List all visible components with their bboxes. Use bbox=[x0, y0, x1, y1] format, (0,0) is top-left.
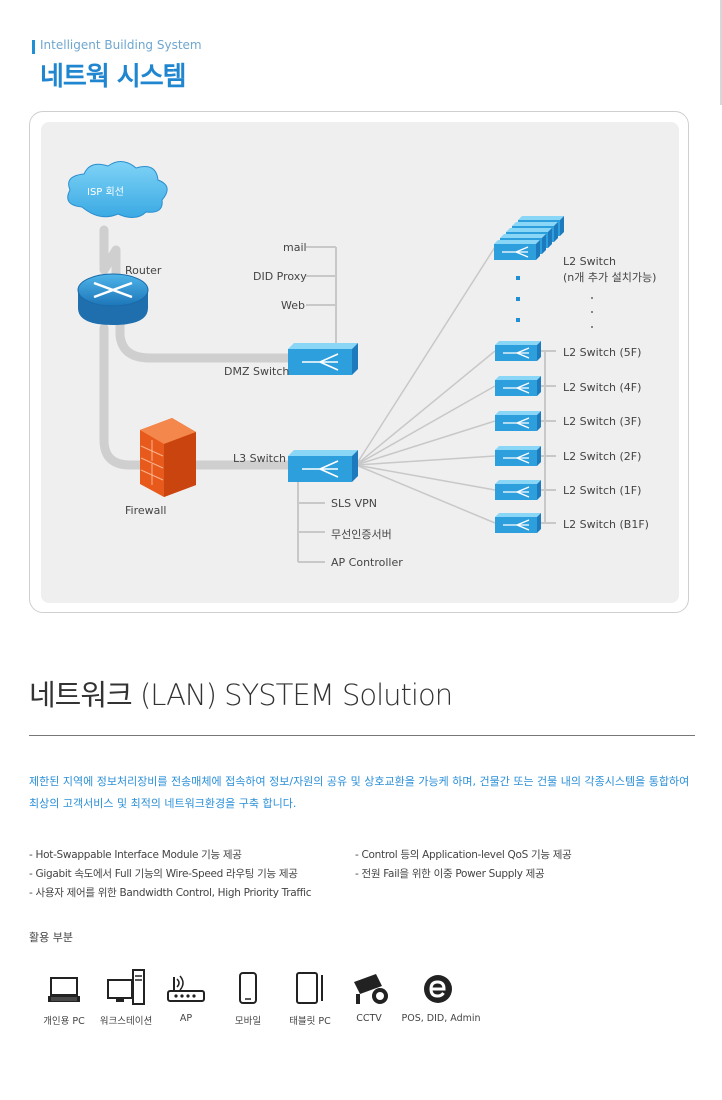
header-accent-bar bbox=[32, 40, 35, 54]
workstation-icon bbox=[107, 969, 145, 1005]
l2-label-4f: L2 Switch (4F) bbox=[563, 381, 642, 394]
dmz-switch-label: DMZ Switch bbox=[224, 365, 290, 378]
l2-label-b1f: L2 Switch (B1F) bbox=[563, 518, 649, 531]
feature-left-1: - Hot-Swappable Interface Module 기능 제공 bbox=[29, 849, 242, 861]
l2-switch-4f-icon bbox=[495, 376, 541, 396]
feature-right-1: - Control 등의 Application-level QoS 기능 제공 bbox=[355, 849, 572, 861]
l2-label-2f: L2 Switch (2F) bbox=[563, 450, 642, 463]
isp-label: ISP 회선 bbox=[87, 187, 124, 198]
l3-service-auth-server: 무선인증서버 bbox=[331, 528, 392, 541]
router-icon bbox=[77, 273, 149, 325]
l2-switch-b1f-icon bbox=[495, 513, 541, 533]
l2-label-3f: L2 Switch (3F) bbox=[563, 415, 642, 428]
l2-switch-2f-icon bbox=[495, 446, 541, 466]
device-label-workstation: 워크스테이션 bbox=[99, 1016, 153, 1027]
access-point-icon bbox=[167, 975, 205, 1002]
l2-top-label-line2: (n개 추가 설치가능) bbox=[563, 271, 657, 284]
cctv-icon bbox=[354, 974, 388, 1004]
dmz-service-web: Web bbox=[281, 299, 305, 312]
feature-right-2: - 전원 Fail을 위한 이중 Power Supply 제공 bbox=[355, 868, 545, 880]
device-label-cctv: CCTV bbox=[356, 1013, 382, 1024]
isp-router-link bbox=[99, 225, 121, 290]
l3-switch-icon bbox=[288, 450, 358, 482]
feature-left-3: - 사용자 제어를 위한 Bandwidth Control, High Pri… bbox=[29, 887, 312, 899]
ellipsis-dots-icon bbox=[516, 276, 520, 322]
mobile-icon bbox=[239, 972, 257, 1004]
isp-cloud-icon bbox=[67, 161, 168, 218]
header-subtitle: Intelligent Building System bbox=[40, 38, 202, 52]
section-description: 제한된 지역에 정보처리장비를 전송매체에 접속하여 정보/자원의 공유 및 상… bbox=[29, 771, 709, 815]
label-ellipsis-dots bbox=[591, 297, 593, 328]
page-title: 네트웍 시스템 bbox=[40, 62, 187, 92]
l3-switch-label: L3 Switch bbox=[233, 452, 286, 465]
l2-switch-1f-icon bbox=[495, 480, 541, 500]
l2-top-label-line1: L2 Switch bbox=[563, 255, 616, 268]
dmz-switch-icon bbox=[288, 343, 358, 375]
l2-label-1f: L2 Switch (1F) bbox=[563, 484, 642, 497]
device-label-tablet: 태블릿 PC bbox=[289, 1016, 331, 1027]
l2-switch-5f-icon bbox=[495, 341, 541, 361]
device-label-mobile: 모바일 bbox=[234, 1016, 262, 1027]
dmz-service-mail: mail bbox=[283, 241, 307, 254]
network-diagram bbox=[67, 161, 593, 563]
right-edge-line bbox=[720, 0, 722, 105]
feature-left-2: - Gigabit 속도에서 Full 기능의 Wire-Speed 라우팅 기… bbox=[29, 868, 298, 880]
firewall-label: Firewall bbox=[125, 504, 167, 517]
backbone-links bbox=[99, 225, 300, 470]
router-firewall-link bbox=[99, 323, 165, 470]
laptop-icon bbox=[48, 977, 80, 1002]
tablet-icon bbox=[296, 972, 323, 1004]
router-dmz-link bbox=[115, 320, 300, 363]
l2-switch-3f-icon bbox=[495, 411, 541, 431]
browser-e-icon bbox=[424, 975, 452, 1003]
description-line-2: 최상의 고객서비스 및 최적의 네트워크환경을 구축 합니다. bbox=[29, 797, 297, 810]
device-label-pos: POS, DID, Admin bbox=[401, 1013, 481, 1024]
l2-switch-stack-icon bbox=[494, 216, 564, 260]
description-line-1: 제한된 지역에 정보처리장비를 전송매체에 접속하여 정보/자원의 공유 및 상… bbox=[29, 775, 690, 788]
l3-service-ap-controller: AP Controller bbox=[331, 556, 403, 569]
device-label-pc: 개인용 PC bbox=[43, 1016, 85, 1027]
section-title: 네트워크 (LAN) SYSTEM Solution bbox=[29, 678, 453, 712]
l3-fanout-links bbox=[355, 246, 496, 524]
section-divider bbox=[29, 735, 695, 736]
firewall-icon bbox=[140, 418, 196, 497]
router-label: Router bbox=[125, 264, 162, 277]
dmz-service-did-proxy: DID Proxy bbox=[253, 270, 307, 283]
l3-service-sls-vpn: SLS VPN bbox=[331, 497, 377, 510]
l2-label-5f: L2 Switch (5F) bbox=[563, 346, 642, 359]
usage-title: 활용 부분 bbox=[29, 931, 73, 944]
device-label-ap: AP bbox=[179, 1013, 193, 1024]
